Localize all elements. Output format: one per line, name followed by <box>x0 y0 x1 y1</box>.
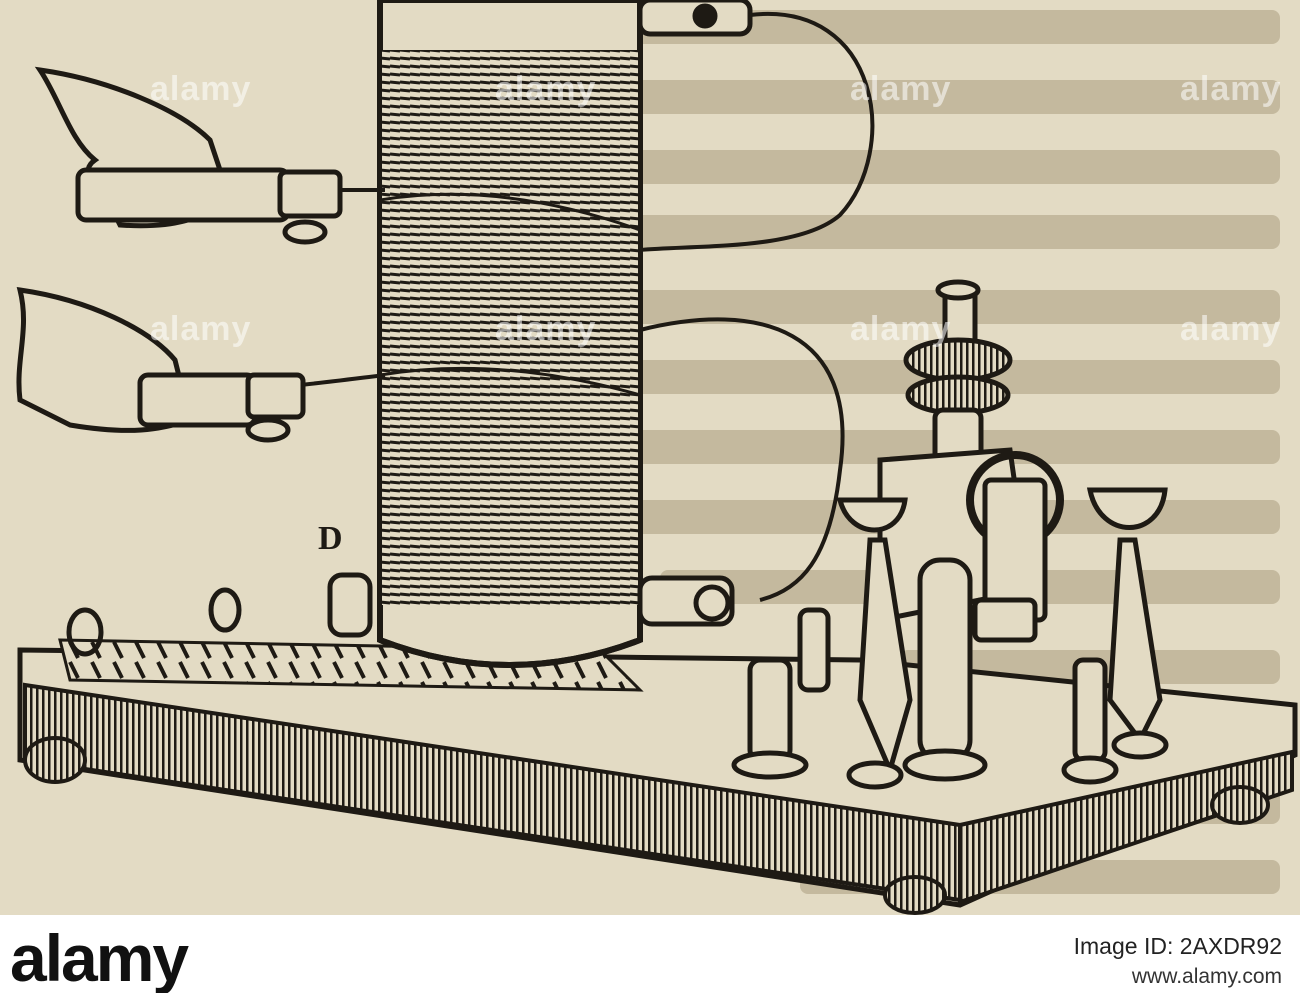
induction-coil <box>377 0 643 668</box>
alamy-logo: alamy <box>10 925 191 993</box>
engraving-illustration: D alamy alamy alamy alamy alamy alamy al… <box>0 0 1300 915</box>
wires <box>299 11 875 602</box>
watermark-text: alamy <box>495 310 597 348</box>
alamy-logo-text: alamy <box>10 925 189 993</box>
hands-holding-electrodes <box>16 66 343 443</box>
watermark-text: alamy <box>850 310 952 348</box>
watermark-text: alamy <box>495 70 597 108</box>
figure-letter-label: D <box>318 520 343 557</box>
induction-coil-engraving <box>16 0 1298 915</box>
image-id-label: Image ID: 2AXDR92 <box>1073 933 1282 959</box>
watermark-text: alamy <box>850 70 952 108</box>
site-url[interactable]: www.alamy.com <box>1131 965 1282 988</box>
interrupter-apparatus <box>731 279 1169 790</box>
watermark-text: alamy <box>150 70 252 108</box>
watermark-text: alamy <box>1180 310 1282 348</box>
watermark-text: alamy <box>1180 70 1282 108</box>
binding-posts <box>327 0 753 638</box>
stock-footer-bar: alamy Image ID: 2AXDR92 www.alamy.com <box>0 915 1300 1003</box>
watermark-text: alamy <box>150 310 252 348</box>
